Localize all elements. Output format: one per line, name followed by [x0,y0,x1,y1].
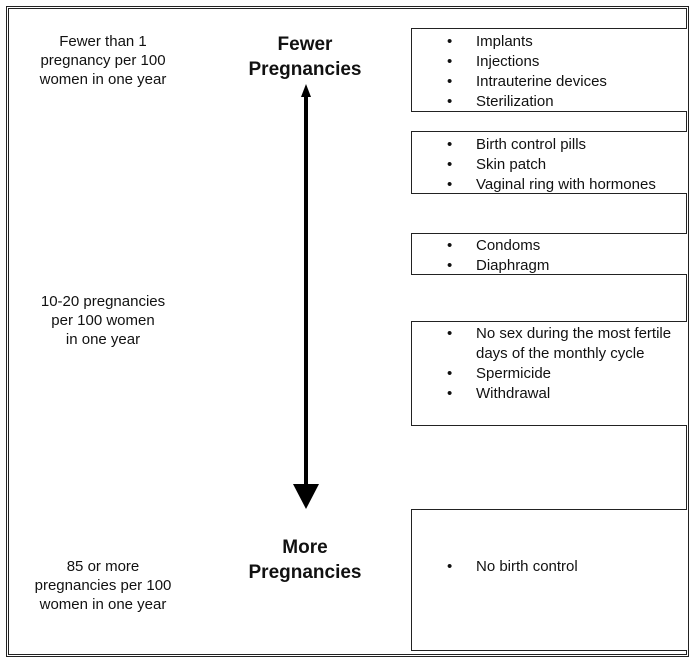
bullet-icon: • [447,156,453,173]
method-text: Intrauterine devices [476,73,607,90]
bullet-icon: • [447,257,453,274]
rate-label-low: Fewer than 1 pregnancy per 100 women in … [12,32,194,89]
method-text: Skin patch [476,156,547,173]
bullet-icon: • [447,237,453,254]
bullet-icon: • [447,136,453,153]
rate-line: Fewer than 1 [59,33,147,50]
axis-label-fewer: Fewer Pregnancies [210,32,400,82]
axis-label-line: Fewer [277,34,333,55]
method-text: Diaphragm [476,257,550,274]
method-item: • Injections [412,52,687,72]
bullet-icon: • [447,93,453,110]
bullet-icon: • [447,365,453,382]
method-text: Sterilization [476,93,554,110]
method-item: • Diaphragm [412,256,687,276]
bullet-icon: • [447,73,453,90]
method-text: Spermicide [476,365,552,382]
rate-line: women in one year [39,596,167,613]
method-group-2: • Birth control pills • Skin patch • Vagina… [411,131,687,194]
method-item: • No sex during the most fertile days of … [412,324,687,364]
bullet-icon: • [447,385,453,402]
method-item: • Spermicide [412,364,687,384]
method-text: No birth control [476,558,578,575]
axis-label-line: More [282,537,328,558]
rate-label-high: 85 or more pregnancies per 100 women in … [12,557,194,614]
method-item: • Skin patch [412,155,687,175]
arrow-head-down [293,484,319,509]
method-item: • Intrauterine devices [412,72,687,92]
diagram-frame [6,6,689,657]
rate-label-medium: 10-20 pregnancies per 100 women in one y… [12,292,194,349]
method-item: • Condoms [412,236,687,256]
rate-line: pregnancies per 100 [34,577,172,594]
bullet-icon: • [447,176,453,193]
axis-label-line: Pregnancies [248,59,362,80]
method-group-5: • No birth control [411,509,687,651]
axis-label-more: More Pregnancies [210,535,400,585]
method-text: Injections [476,53,540,70]
method-item: • Withdrawal [412,384,687,404]
method-group-3: • Condoms • Diaphragm [411,233,687,275]
rate-line: 10-20 pregnancies [40,293,166,310]
method-text: Birth control pills [476,136,587,153]
bullet-icon: • [447,53,453,70]
method-group-4: • No sex during the most fertile days of … [411,321,687,426]
method-item: • Sterilization [412,92,687,112]
method-text: Vaginal ring with hormones [476,176,656,193]
method-text: Condoms [476,237,541,254]
arrow-head-up [301,84,311,97]
method-text: Withdrawal [476,385,551,402]
rate-line: per 100 women [51,312,155,329]
method-group-1: • Implants • Injections • Intrauterine devi… [411,28,687,112]
rate-line: in one year [65,331,141,348]
method-text: Implants [476,33,533,50]
rate-line: pregnancy per 100 [40,52,166,69]
bullet-icon: • [447,325,453,342]
method-item: • No birth control [412,557,687,577]
method-item: • Birth control pills [412,135,687,155]
bullet-icon: • [447,558,453,575]
axis-label-line: Pregnancies [248,562,362,583]
method-text: No sex during the most fertile days of t… [476,325,672,362]
method-item: • Implants [412,32,687,52]
method-item: • Vaginal ring with hormones [412,175,687,195]
rate-line: 85 or more [66,558,140,575]
bullet-icon: • [447,33,453,50]
rate-line: women in one year [39,71,167,88]
